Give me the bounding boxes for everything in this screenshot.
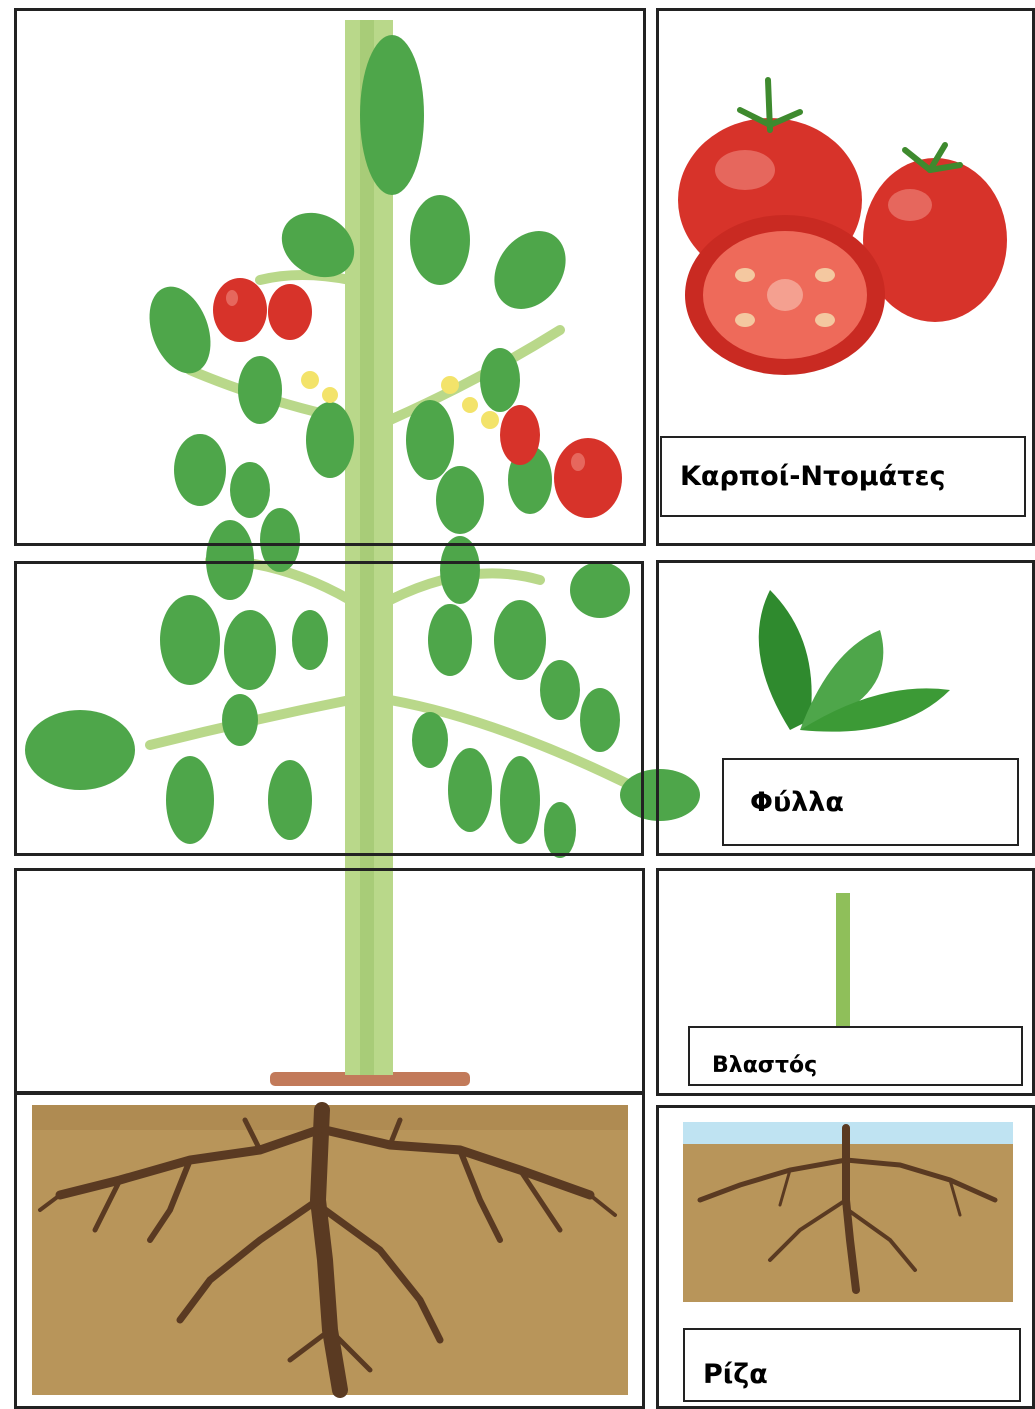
panel-fruit-section [14, 8, 646, 546]
panel-stem-section [14, 868, 645, 1094]
label-fruits: Καρποί-Ντομάτες [660, 436, 1026, 517]
panel-leaves-section [14, 561, 644, 856]
panel-root-section [14, 1092, 645, 1409]
label-leaves: Φύλλα [722, 758, 1019, 846]
label-root: Ρίζα [683, 1328, 1021, 1402]
label-stem: Βλαστός [688, 1026, 1023, 1086]
